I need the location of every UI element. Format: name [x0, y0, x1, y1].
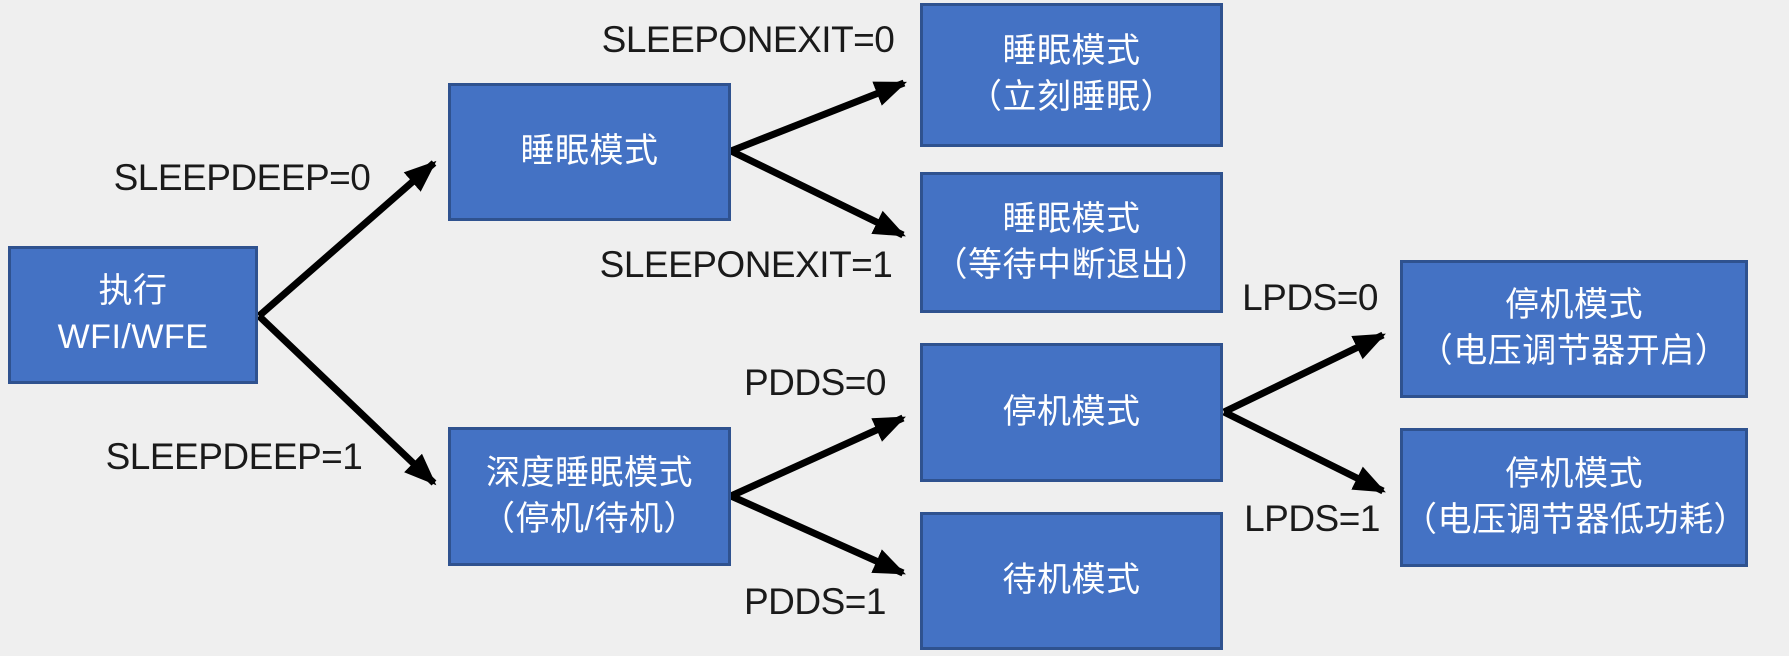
node-standby-mode: 待机模式: [920, 512, 1223, 650]
node-sleep-on-exit: 睡眠模式 （等待中断退出）: [920, 172, 1223, 313]
node-execute-wfi-wfe-label: 执行 WFI/WFE: [57, 272, 209, 356]
node-sleep-mode-label: 睡眠模式: [520, 132, 659, 171]
node-stop-mode: 停机模式: [920, 343, 1223, 482]
edge-label-sleeponexit-1: SLEEPONEXIT=1: [599, 244, 893, 285]
edge-label-sleepdeep-0: SLEEPDEEP=0: [113, 157, 371, 198]
node-execute-wfi-wfe: 执行 WFI/WFE: [8, 246, 258, 384]
edge-label-sleeponexit-0: SLEEPONEXIT=0: [601, 19, 895, 60]
node-sleep-immediately: 睡眠模式 （立刻睡眠）: [920, 3, 1223, 147]
arrow-lpds1: [1222, 408, 1386, 495]
node-deep-sleep-mode-label: 深度睡眠模式 （停机/待机）: [481, 453, 698, 538]
node-sleep-on-exit-label: 睡眠模式 （等待中断退出）: [933, 199, 1210, 284]
node-sleep-mode: 睡眠模式: [448, 83, 731, 221]
node-sleep-immediately-label: 睡眠模式 （立刻睡眠）: [968, 32, 1175, 116]
node-stop-mode-regulator-on-label: 停机模式 （电压调节器开启）: [1418, 286, 1730, 370]
node-standby-mode-label: 待机模式: [1002, 561, 1141, 600]
edge-label-lpds-1: LPDS=1: [1244, 498, 1380, 539]
node-stop-mode-regulator-low-power: 停机模式 （电压调节器低功耗）: [1400, 428, 1748, 567]
arrow-lpds0: [1222, 331, 1386, 416]
edge-label-lpds-0: LPDS=0: [1242, 277, 1378, 318]
node-deep-sleep-mode: 深度睡眠模式 （停机/待机）: [448, 427, 731, 566]
edge-label-sleepdeep-1: SLEEPDEEP=1: [105, 436, 363, 477]
edge-label-pdds-0: PDDS=0: [744, 362, 886, 403]
arrow-sleeponexit0: [729, 79, 907, 155]
node-stop-mode-regulator-low-power-label: 停机模式 （电压调节器低功耗）: [1403, 454, 1748, 539]
arrow-sleeponexit1: [729, 147, 906, 239]
arrow-pdds1: [729, 492, 906, 577]
arrow-pdds0: [729, 414, 906, 500]
node-stop-mode-regulator-on: 停机模式 （电压调节器开启）: [1400, 260, 1748, 398]
edge-label-pdds-1: PDDS=1: [744, 581, 886, 622]
node-stop-mode-label: 停机模式: [1002, 392, 1141, 431]
